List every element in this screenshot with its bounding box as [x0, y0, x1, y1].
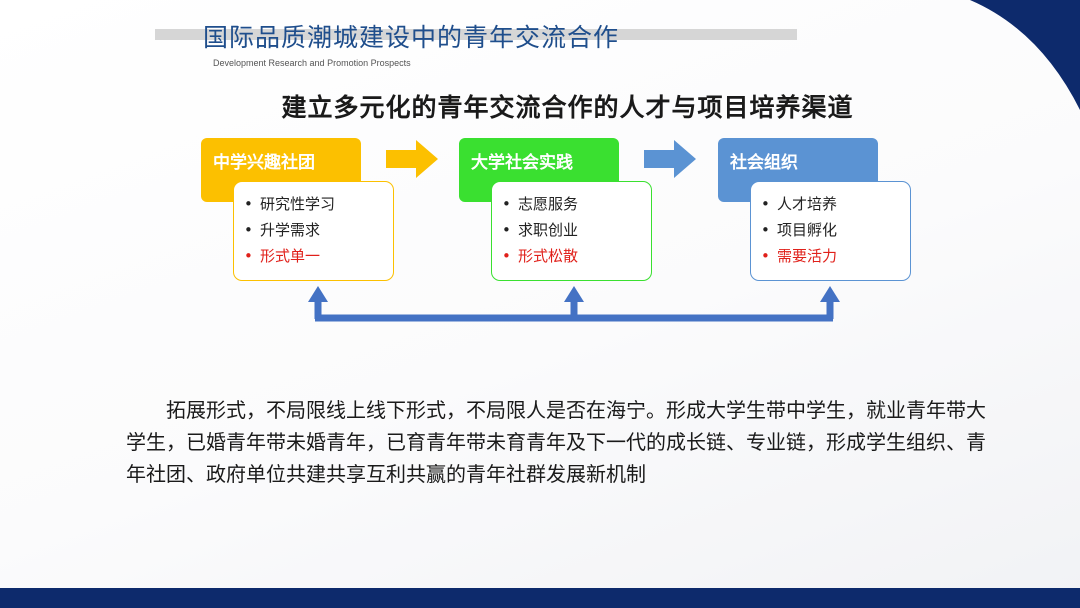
list-item-highlight: •形式单一	[244, 247, 321, 265]
body-paragraph: 拓展形式，不局限线上线下形式，不局限人是否在海宁。形成大学生带中学生，就业青年带…	[126, 398, 986, 486]
list-item: •志愿服务	[502, 195, 579, 213]
footer-bar	[0, 588, 1080, 608]
list-item: •求职创业	[502, 221, 579, 239]
flow-arrow-1	[386, 140, 438, 178]
list-item-highlight: •形式松散	[502, 247, 579, 265]
channel-box-university: •志愿服务 •求职创业 •形式松散	[491, 181, 652, 281]
feedback-arrowhead-3	[820, 286, 840, 302]
channel-title: 社会组织	[730, 153, 798, 173]
flow-arrow-2	[644, 140, 696, 178]
channel-title: 大学社会实践	[471, 153, 573, 173]
list-item: •人才培养	[761, 195, 838, 213]
channel-box-middle-school: •研究性学习 •升学需求 •形式单一	[233, 181, 394, 281]
feedback-arrowhead-2	[564, 286, 584, 302]
page-subtitle: Development Research and Promotion Prosp…	[213, 58, 411, 68]
feedback-arrowhead-1	[308, 286, 328, 302]
list-item: •研究性学习	[244, 195, 336, 213]
channel-title: 中学兴趣社团	[213, 153, 315, 173]
title-underline-bar	[155, 29, 797, 40]
feedback-loop	[314, 300, 834, 322]
list-item: •升学需求	[244, 221, 321, 239]
channel-box-social-org: •人才培养 •项目孵化 •需要活力	[750, 181, 911, 281]
corner-decoration	[970, 0, 1080, 110]
list-item: •项目孵化	[761, 221, 838, 239]
slide-heading: 建立多元化的青年交流合作的人才与项目培养渠道	[281, 93, 854, 122]
page-title: 国际品质潮城建设中的青年交流合作	[203, 23, 620, 52]
list-item-highlight: •需要活力	[761, 247, 838, 265]
